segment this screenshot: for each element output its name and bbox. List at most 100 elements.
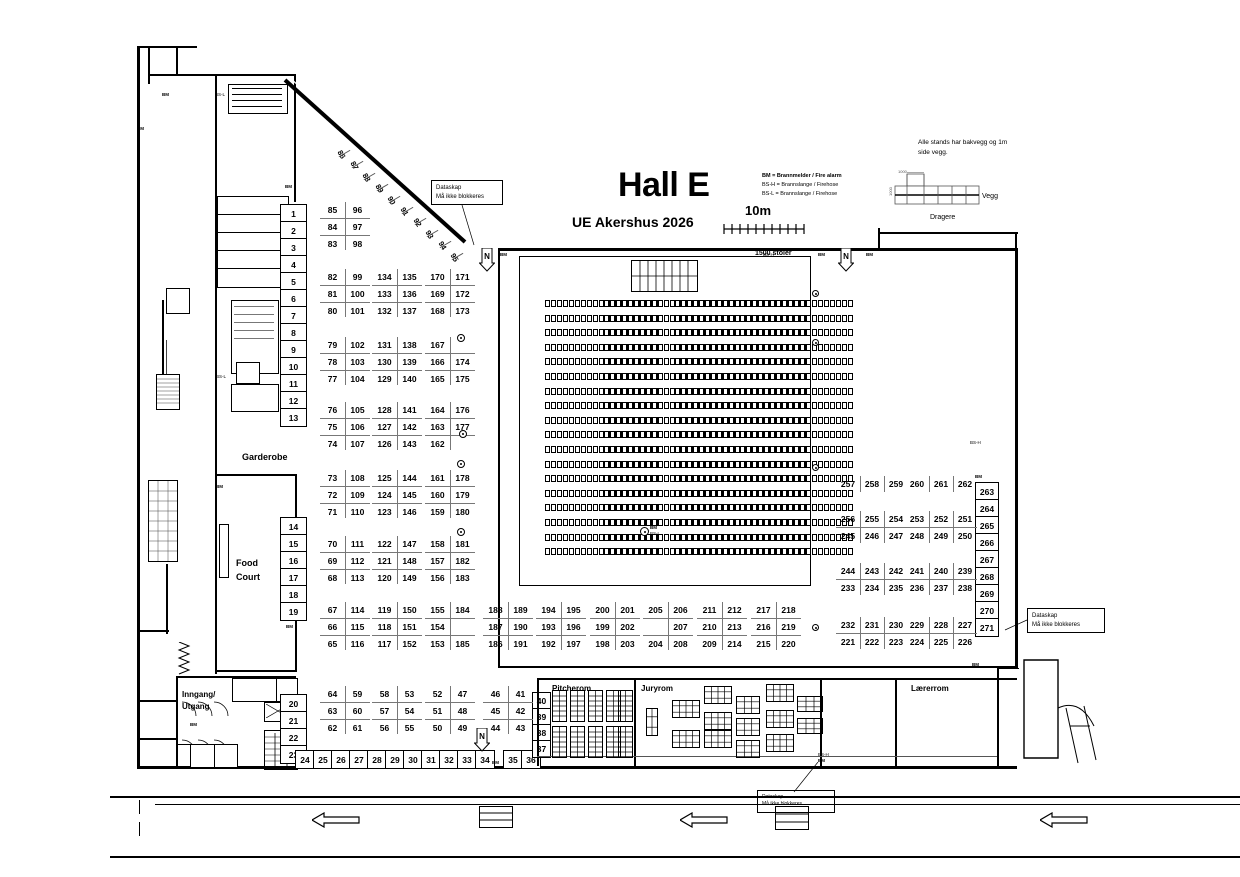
stand-number[interactable]: 82	[320, 269, 345, 286]
stand-number[interactable]: 166	[425, 354, 450, 371]
stand-number[interactable]: 130	[372, 354, 397, 371]
stand-number[interactable]: 106	[345, 419, 370, 436]
stand-number[interactable]: 157	[425, 553, 450, 570]
stand-number[interactable]: 179	[450, 487, 475, 504]
stand-number[interactable]: 234	[864, 583, 880, 593]
stand-number[interactable]: 81	[320, 286, 345, 303]
stand-number[interactable]: 149	[402, 573, 417, 583]
stand-number[interactable]: 235	[888, 583, 904, 593]
stand-number[interactable]: 245	[840, 531, 856, 541]
stand-number[interactable]: 222	[864, 637, 880, 647]
stand-number[interactable]: 225	[933, 637, 949, 647]
stand-number[interactable]: 37	[532, 740, 551, 758]
stand-number[interactable]: 153	[430, 639, 445, 649]
stand-number[interactable]: 244	[836, 563, 860, 580]
stand-number[interactable]: 104	[350, 374, 365, 384]
stand-number[interactable]: 105	[345, 402, 370, 419]
stand-number[interactable]: 54	[397, 703, 422, 720]
stand-number[interactable]: 168	[430, 306, 445, 316]
stand-number[interactable]: 258	[864, 479, 880, 489]
stand-number[interactable]: 202	[615, 619, 640, 636]
stand-number[interactable]: 132	[377, 306, 392, 316]
stand-number[interactable]: 183	[455, 573, 470, 583]
stand-number[interactable]: 102	[345, 337, 370, 354]
stand-number[interactable]: 201	[615, 602, 640, 619]
stand-number[interactable]: 49	[457, 723, 468, 733]
stand-number[interactable]: 186	[488, 639, 503, 649]
stand-number[interactable]: 229	[905, 617, 929, 634]
stand-number[interactable]: 246	[864, 531, 880, 541]
stand-number[interactable]: 251	[953, 511, 977, 528]
stand-number[interactable]: 247	[888, 531, 904, 541]
stand-number[interactable]: 227	[953, 617, 977, 634]
stand-number[interactable]: 180	[455, 507, 470, 517]
stand-number[interactable]: 62	[327, 723, 338, 733]
stand-number[interactable]: 66	[320, 619, 345, 636]
stand-number[interactable]: 121	[372, 553, 397, 570]
stand-number[interactable]: 124	[372, 487, 397, 504]
stand-number[interactable]: 48	[450, 703, 475, 720]
stand-number[interactable]: 141	[397, 402, 422, 419]
stand-number[interactable]: 127	[372, 419, 397, 436]
stand-number[interactable]: 152	[402, 639, 417, 649]
stand-number[interactable]: 178	[450, 470, 475, 487]
stand-number[interactable]: 192	[541, 639, 556, 649]
stand-number[interactable]: 213	[722, 619, 747, 636]
stand-number[interactable]: 187	[483, 619, 508, 636]
stand-number[interactable]: 156	[430, 573, 445, 583]
stand-number[interactable]: 220	[781, 639, 796, 649]
stand-number[interactable]: 110	[350, 507, 365, 517]
stand-number[interactable]: 228	[929, 617, 953, 634]
stand-number[interactable]: 107	[350, 439, 365, 449]
stand-number[interactable]: 237	[933, 583, 949, 593]
stand-number[interactable]: 193	[536, 619, 561, 636]
stand-number[interactable]: 205	[643, 602, 668, 619]
stand-number[interactable]: 256	[836, 511, 860, 528]
stand-number[interactable]: 57	[372, 703, 397, 720]
stand-number[interactable]: 97	[345, 219, 370, 236]
stand-number[interactable]: 52	[425, 686, 450, 703]
stand-number[interactable]: 43	[515, 723, 526, 733]
stand-number[interactable]: 190	[508, 619, 533, 636]
stand-number[interactable]: 259	[888, 479, 904, 489]
stand-number[interactable]: 242	[884, 563, 908, 580]
stand-number[interactable]: 271	[975, 618, 999, 637]
stand-number[interactable]: 174	[450, 354, 475, 371]
stand-number[interactable]: 83	[327, 239, 338, 249]
stand-number[interactable]: 115	[345, 619, 370, 636]
stand-number[interactable]: 240	[929, 563, 953, 580]
stand-number[interactable]: 158	[425, 536, 450, 553]
stand-number[interactable]: 197	[566, 639, 581, 649]
stand-number[interactable]: 250	[957, 531, 973, 541]
stand-number[interactable]	[450, 436, 475, 452]
stand-number[interactable]: 75	[320, 419, 345, 436]
stand-number[interactable]: 254	[884, 511, 908, 528]
stand-number[interactable]: 189	[508, 602, 533, 619]
stand-number[interactable]: 67	[320, 602, 345, 619]
stand-number[interactable]: 64	[320, 686, 345, 703]
stand-number[interactable]: 249	[933, 531, 949, 541]
stand-number[interactable]: 226	[957, 637, 973, 647]
stand-number[interactable]: 165	[430, 374, 445, 384]
stand-number[interactable]: 4	[280, 255, 307, 274]
stand-number[interactable]: 9	[280, 340, 307, 359]
stand-number[interactable]: 30	[403, 750, 423, 769]
stand-number[interactable]: 27	[349, 750, 369, 769]
stand-number[interactable]: 55	[404, 723, 415, 733]
stand-number[interactable]: 253	[905, 511, 929, 528]
stand-number[interactable]: 252	[929, 511, 953, 528]
stand-number[interactable]: 135	[397, 269, 422, 286]
stand-number[interactable]: 262	[957, 479, 973, 489]
stand-number[interactable]: 79	[320, 337, 345, 354]
stand-number[interactable]: 260	[909, 479, 925, 489]
stand-number[interactable]: 112	[345, 553, 370, 570]
stand-number[interactable]: 194	[536, 602, 561, 619]
stand-number[interactable]: 163	[425, 419, 450, 436]
stand-number[interactable]: 76	[320, 402, 345, 419]
stand-number[interactable]: 243	[860, 563, 884, 580]
stand-number[interactable]: 255	[860, 511, 884, 528]
stand-number[interactable]: 42	[508, 703, 533, 720]
stand-number[interactable]: 19	[280, 602, 307, 621]
stand-number[interactable]: 210	[697, 619, 722, 636]
stand-number[interactable]: 148	[397, 553, 422, 570]
